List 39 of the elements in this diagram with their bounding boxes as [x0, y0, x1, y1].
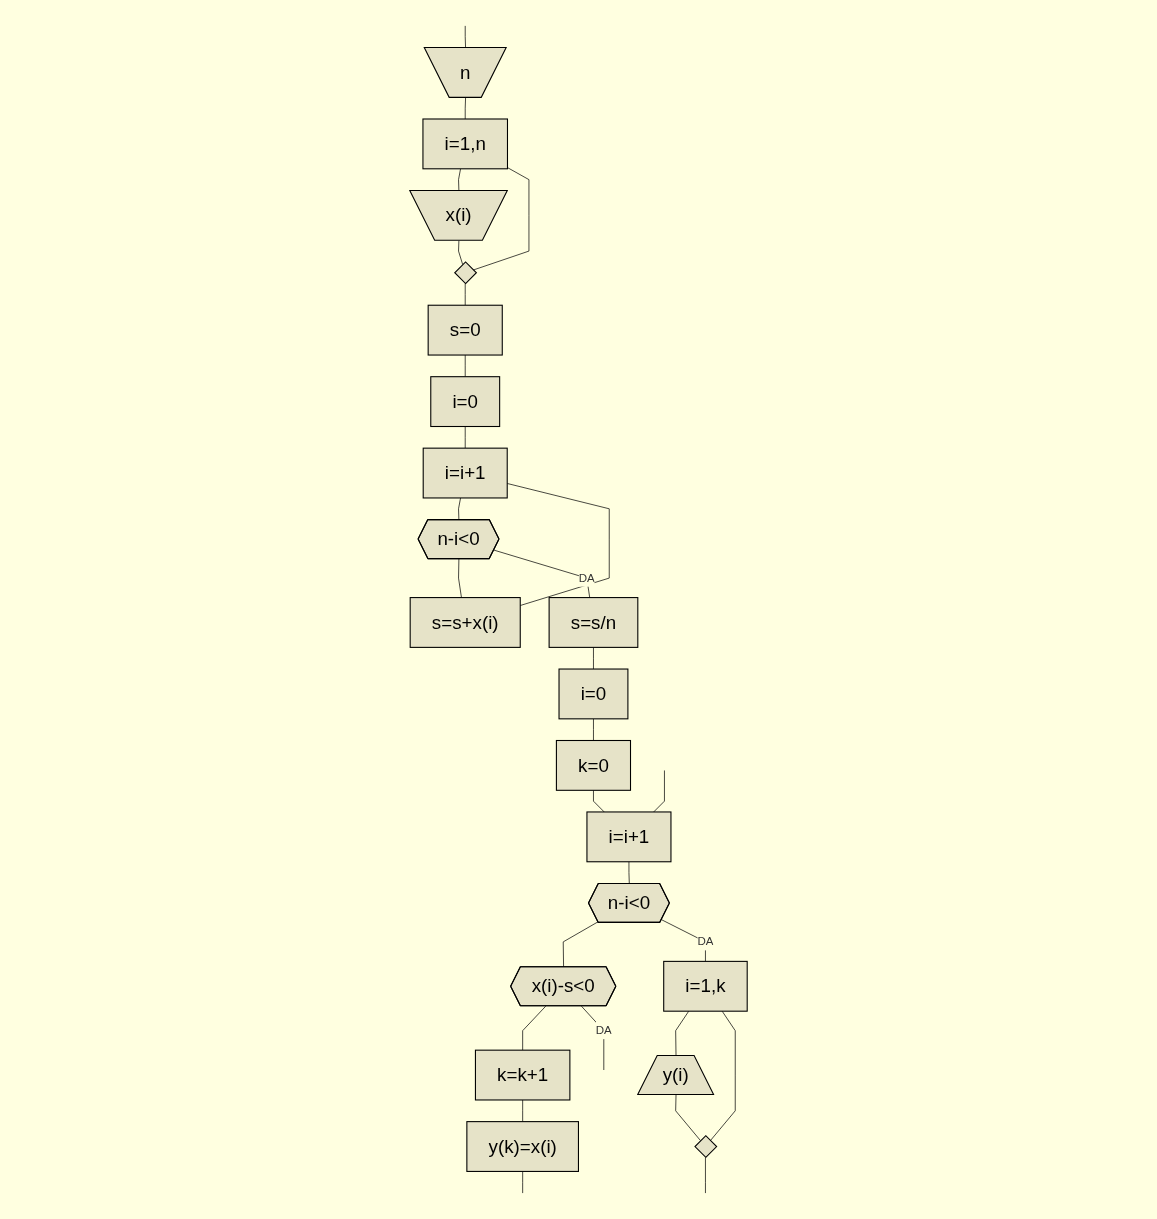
node-box: s=s+x(i) [409, 597, 521, 648]
node-box: y(k)=x(i) [466, 1121, 579, 1172]
node-diamond [454, 261, 478, 285]
connector [522, 1099, 524, 1122]
edge-label: DA [595, 1024, 612, 1037]
connector [464, 354, 466, 378]
connector [675, 1094, 701, 1141]
connector [458, 558, 462, 598]
connector [464, 283, 466, 306]
node-box: k=k+1 [474, 1049, 571, 1101]
connector [458, 240, 464, 265]
connector [464, 97, 466, 120]
edge-label: DA [697, 935, 714, 948]
connector [522, 1171, 524, 1194]
node-box: s=s/n [548, 597, 639, 648]
connector [710, 1010, 736, 1141]
node-box: k=0 [555, 739, 632, 791]
connector [472, 167, 530, 271]
node-box: i=0 [430, 376, 501, 428]
connector [628, 861, 630, 885]
node-box: i=0 [558, 668, 629, 720]
node-box: i=i+1 [586, 811, 672, 863]
connector [661, 919, 706, 962]
connector [493, 549, 591, 598]
node-box: i=1,k [663, 960, 748, 1012]
connector [464, 426, 466, 449]
edge-label: DA [578, 571, 595, 584]
connector [522, 1005, 547, 1051]
connector [705, 1157, 706, 1194]
connector [581, 1005, 605, 1071]
node-diamond [694, 1134, 718, 1159]
connector [593, 718, 594, 741]
connector [653, 770, 665, 813]
connector [458, 497, 461, 521]
node-box: s=0 [427, 304, 503, 356]
connector [593, 789, 605, 813]
node-box: i=i+1 [422, 447, 508, 499]
connector [593, 647, 594, 670]
node-box: i=1,n [422, 118, 509, 170]
